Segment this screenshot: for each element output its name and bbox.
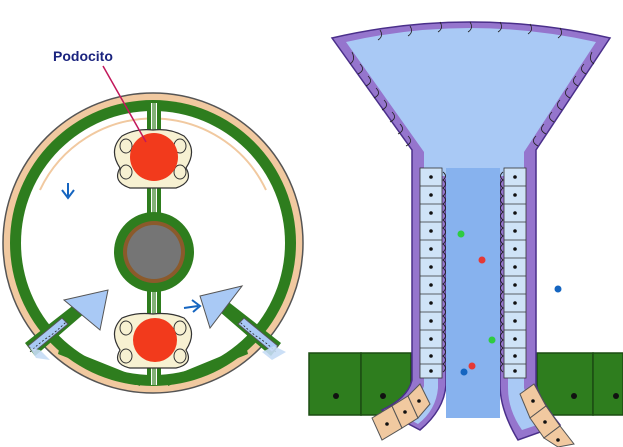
funnel-lumen	[346, 28, 596, 430]
particle-blue	[554, 285, 562, 293]
tubule-cells-left	[419, 167, 443, 379]
particle-red	[478, 256, 486, 264]
podocyte-lower-nucleus	[133, 318, 177, 362]
left-funnel-spoke	[25, 289, 109, 360]
surrounding-cells-right	[536, 352, 623, 416]
tubule-cells-right	[503, 167, 527, 379]
central-vessel	[114, 212, 194, 292]
tubule-funnel-icon	[308, 21, 623, 447]
podocyte-lower	[113, 312, 193, 369]
arrow-down-icon	[61, 183, 75, 200]
podocyte-upper	[113, 129, 193, 189]
particle-blue	[460, 368, 468, 376]
podocyte-label: Podocito	[53, 48, 113, 64]
particles	[457, 230, 562, 376]
tubule-base-cells-left	[371, 383, 431, 441]
right-funnel-spoke	[199, 285, 286, 360]
tubule-base-cells-right	[519, 383, 575, 447]
particle-green	[457, 230, 465, 238]
nephron-cross-section-icon	[2, 92, 304, 394]
podocyte-pointer-line	[102, 65, 147, 143]
particle-red	[468, 362, 476, 370]
arrow-right-icon	[183, 299, 202, 313]
particle-green	[488, 336, 496, 344]
podocyte-upper-nucleus	[130, 133, 178, 181]
